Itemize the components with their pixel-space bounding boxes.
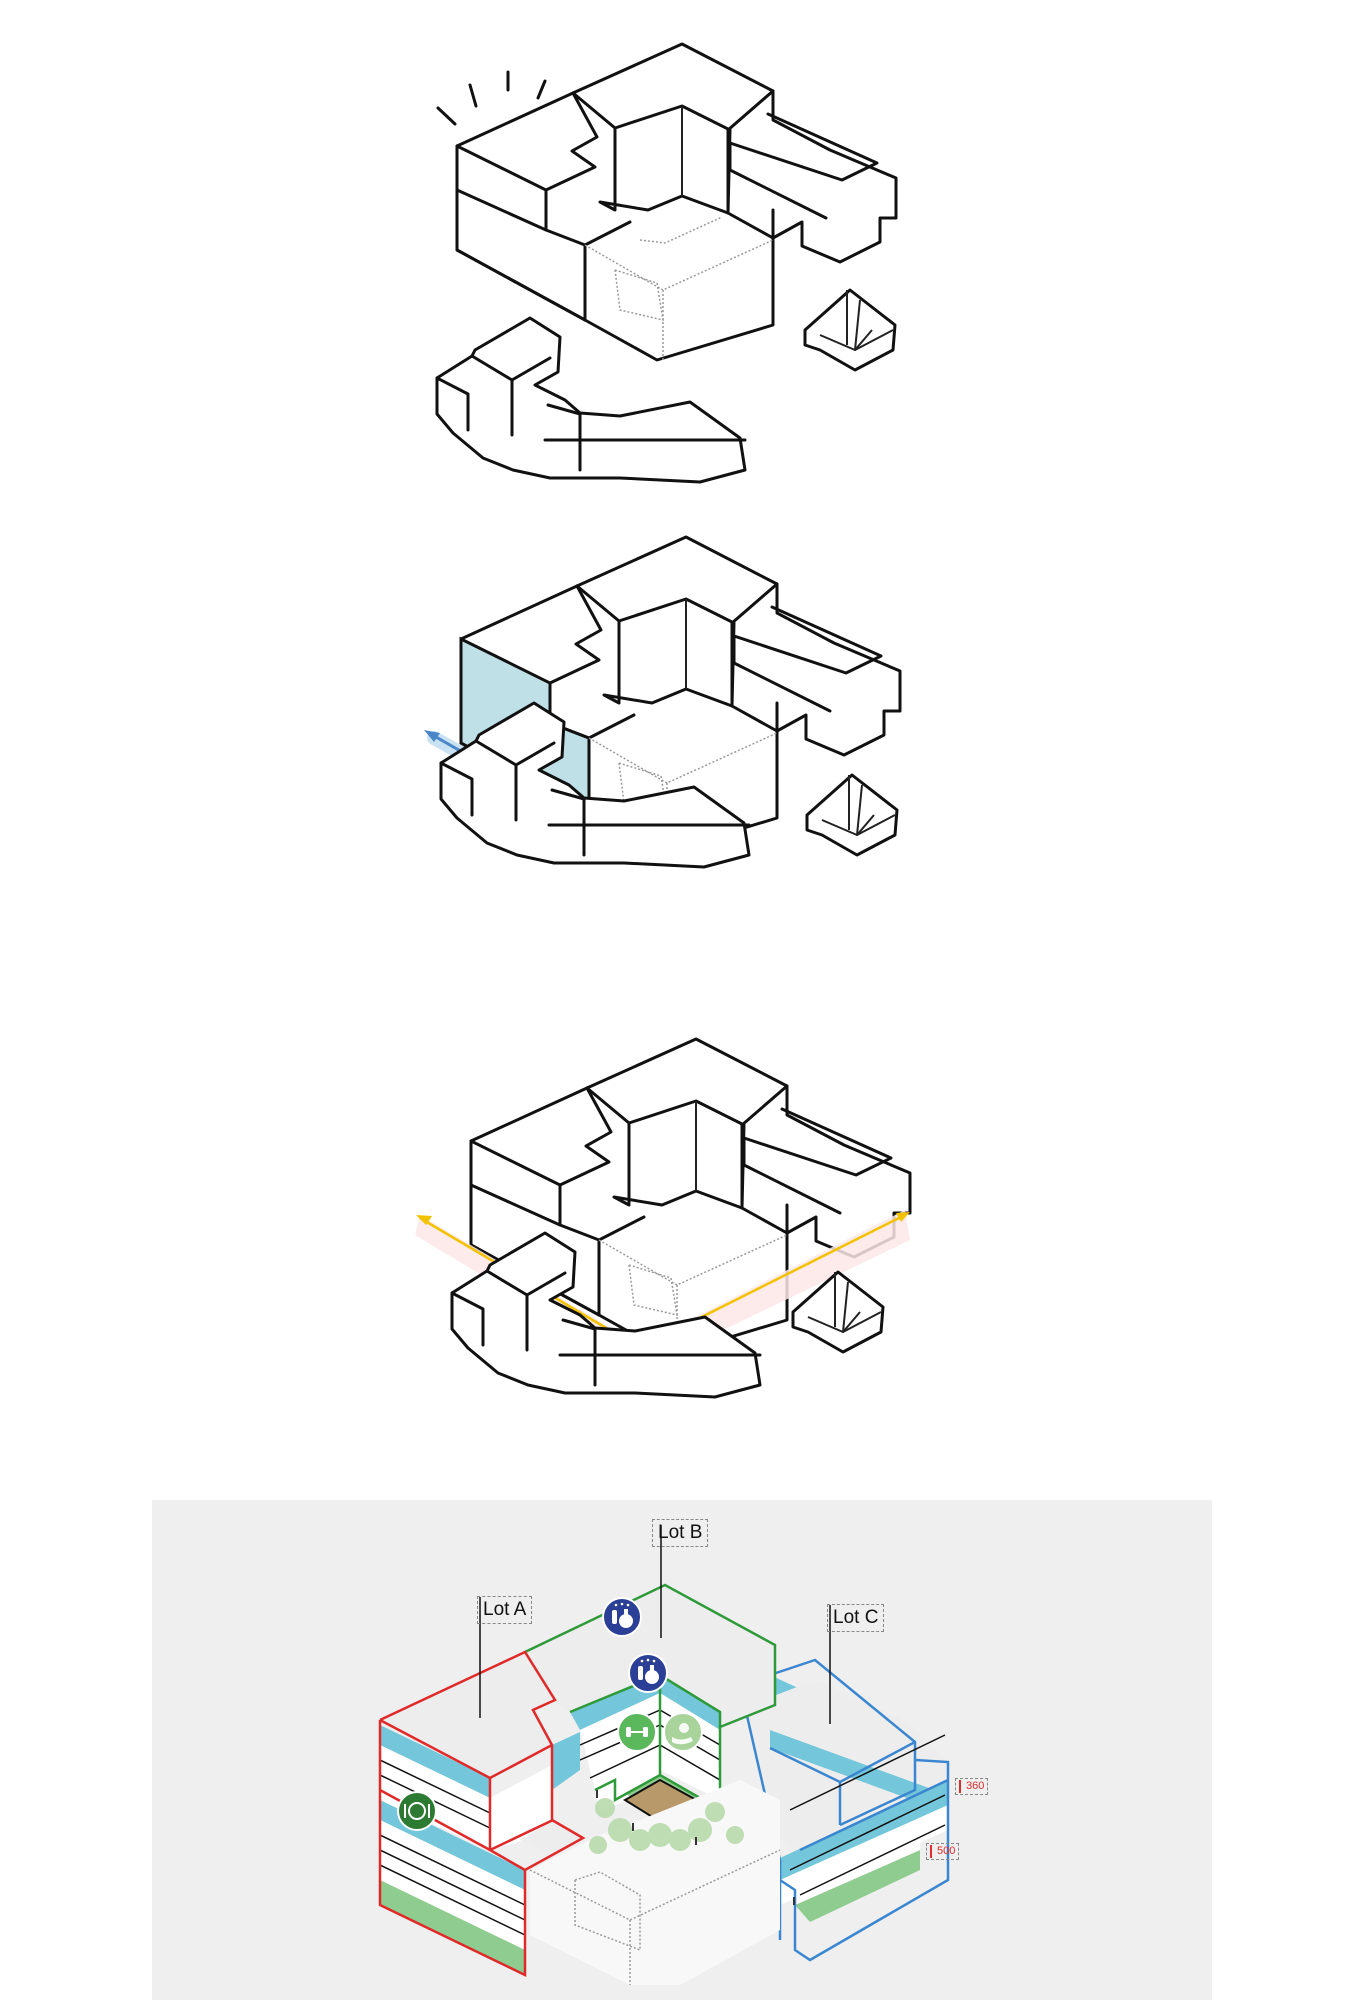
massing-diagram-street-facade [424, 535, 902, 869]
lot-c-volume [743, 1658, 950, 1962]
dimension-label-500: 500 [926, 1843, 960, 1860]
adjacent-building-left [450, 1231, 762, 1399]
people-figures [596, 1790, 795, 1905]
massing-diagram-existing [435, 42, 898, 484]
lot-a-label: Lot A [477, 1596, 533, 1624]
main-building-block [469, 1037, 912, 1357]
massing-diagram-sun-orientation [415, 1037, 912, 1399]
courtyard-trees [589, 1798, 744, 1854]
laboratory-icon [628, 1653, 668, 1693]
adjacent-building-left [435, 316, 747, 484]
dimension-label-360: 360 [955, 1778, 989, 1795]
lot-c-label: Lot C [827, 1604, 885, 1632]
adjacent-building-left [439, 701, 751, 869]
existing-white-volume [529, 1780, 781, 1985]
lot-b-label: Lot B [652, 1519, 709, 1547]
lot-leader-lines [479, 1525, 831, 1724]
dining-icon [397, 1791, 437, 1831]
lot-program-diagram [378, 1525, 950, 1985]
care-hand-icon [663, 1712, 703, 1752]
adjacent-structure-right [791, 1270, 885, 1354]
main-building-block [455, 42, 898, 362]
laboratory-icon [602, 1597, 642, 1637]
adjacent-structure-right [803, 288, 897, 372]
fitness-icon [617, 1712, 657, 1752]
adjacent-structure-right [805, 773, 899, 857]
